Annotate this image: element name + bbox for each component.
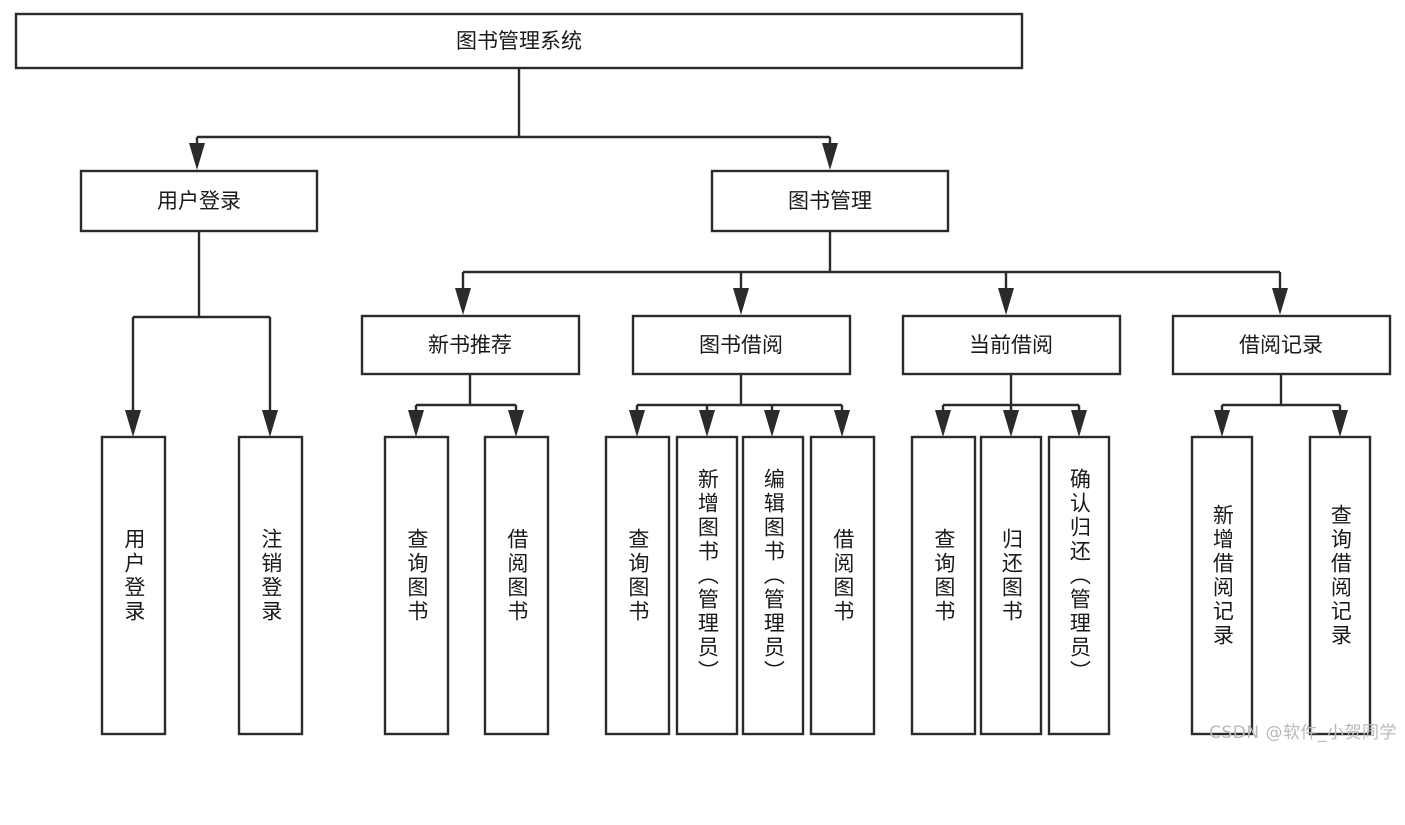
node-book-manage[interactable]: 图书管理: [710, 169, 950, 233]
connector-user-login-to-leaves: [125, 231, 278, 437]
node-book-manage-label: 图书管理: [788, 189, 872, 213]
node-current-borrow[interactable]: 当前借阅: [901, 314, 1122, 376]
node-new-book-recommend-label: 新书推荐: [428, 333, 512, 357]
node-borrow-record[interactable]: 借阅记录: [1171, 314, 1392, 376]
node-root[interactable]: 图书管理系统: [14, 12, 1024, 70]
arrow-head-leaf-borrowrecord-2: [1332, 410, 1348, 437]
arrow-head-current-borrow: [998, 288, 1014, 315]
connector-current-borrow-to-leaves: [935, 374, 1087, 437]
arrow-head-leaf-currentborrow-1: [935, 410, 951, 437]
leaf-box-currentborrow-2[interactable]: [979, 435, 1043, 736]
arrow-head-leaf-user-login-2: [262, 410, 278, 437]
leaf-box-bookborrow-3[interactable]: [741, 435, 805, 736]
leaf-box-newbook-2[interactable]: [483, 435, 550, 736]
node-user-login-box[interactable]: [79, 169, 319, 233]
arrow-head-leaf-user-login-1: [125, 410, 141, 437]
arrow-head-borrow-record: [1272, 288, 1288, 315]
leaf-box-user-login-1[interactable]: [100, 435, 167, 736]
arrow-head-book-manage: [822, 143, 838, 170]
flowchart-canvas: 图书管理系统 用户登录 图书管理: [14, 12, 1397, 743]
node-root-box[interactable]: [14, 12, 1024, 70]
node-new-book-recommend-box[interactable]: [360, 314, 581, 376]
arrow-head-leaf-currentborrow-2: [1003, 410, 1019, 437]
arrow-head-leaf-bookborrow-3: [764, 410, 780, 437]
node-current-borrow-label: 当前借阅: [969, 333, 1053, 357]
node-new-book-recommend[interactable]: 新书推荐: [360, 314, 581, 376]
connector-root-to-level2: [189, 68, 838, 170]
leaf-box-bookborrow-2[interactable]: [675, 435, 739, 736]
arrow-head-book-borrow: [733, 288, 749, 315]
connector-borrow-record-to-leaves: [1214, 374, 1348, 437]
arrow-head-new-book: [455, 288, 471, 315]
arrow-head-leaf-bookborrow-2: [699, 410, 715, 437]
arrow-head-leaf-bookborrow-4: [834, 410, 850, 437]
leaf-box-newbook-1[interactable]: [383, 435, 450, 736]
connector-new-book-to-leaves: [408, 374, 524, 437]
arrow-head-leaf-newbook-1: [408, 410, 424, 437]
arrow-head-leaf-bookborrow-1: [629, 410, 645, 437]
node-user-login-label: 用户登录: [157, 189, 241, 213]
leaf-box-currentborrow-1[interactable]: [910, 435, 977, 736]
leaf-box-bookborrow-1[interactable]: [604, 435, 671, 736]
connector-book-borrow-to-leaves: [629, 374, 850, 437]
node-user-login[interactable]: 用户登录: [79, 169, 319, 233]
node-book-borrow[interactable]: 图书借阅: [631, 314, 852, 376]
leaf-box-borrowrecord-1[interactable]: [1190, 435, 1254, 736]
arrow-head-leaf-currentborrow-3: [1071, 410, 1087, 437]
connector-book-manage-to-level3: [455, 231, 1288, 315]
leaf-box-user-login-2[interactable]: [237, 435, 304, 736]
arrow-head-leaf-newbook-2: [508, 410, 524, 437]
leaf-box-bookborrow-4[interactable]: [809, 435, 876, 736]
arrow-head-leaf-borrowrecord-1: [1214, 410, 1230, 437]
arrow-head-user-login: [189, 143, 205, 170]
leaf-box-borrowrecord-2[interactable]: [1308, 435, 1372, 736]
flowchart-svg: 图书管理系统 用户登录 图书管理: [14, 12, 1392, 736]
node-root-label: 图书管理系统: [456, 29, 582, 53]
node-book-borrow-label: 图书借阅: [699, 333, 783, 357]
node-current-borrow-box[interactable]: [901, 314, 1122, 376]
watermark-text: CSDN @软件_小贺同学: [1209, 723, 1397, 743]
leaf-box-currentborrow-3[interactable]: [1047, 435, 1111, 736]
node-borrow-record-label: 借阅记录: [1239, 333, 1323, 357]
